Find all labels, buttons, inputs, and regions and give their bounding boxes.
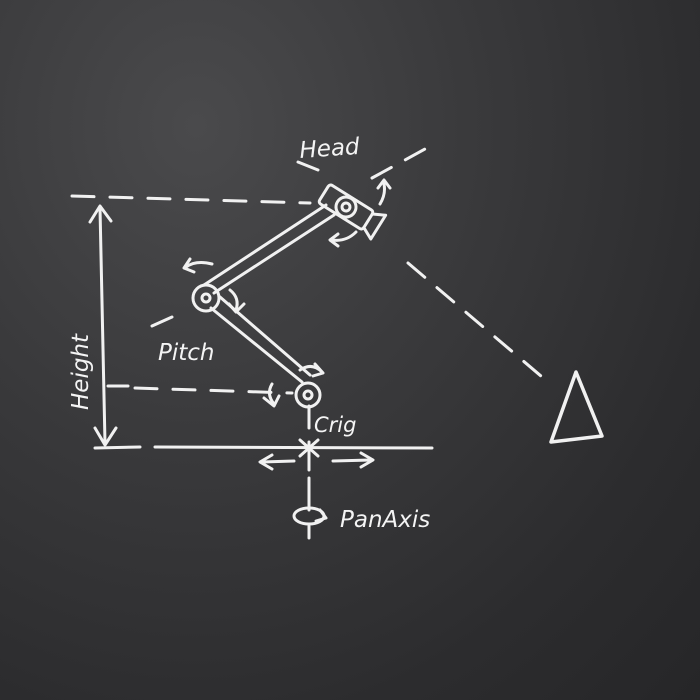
pitch-arrow-down xyxy=(227,288,246,314)
camera-icon xyxy=(317,183,388,241)
pitch-joint xyxy=(191,283,221,313)
upper-arm xyxy=(202,203,336,295)
head-arrow-up xyxy=(376,178,392,206)
base-arrow-left xyxy=(262,382,281,408)
head-arrow-down xyxy=(328,230,358,248)
ground-cross xyxy=(298,438,320,458)
head-lead-dash xyxy=(296,160,320,172)
ground-line xyxy=(93,445,434,450)
pitch-arrow-up xyxy=(182,257,214,274)
base-joint xyxy=(294,381,322,409)
pan-axis-label: PanAxis xyxy=(340,507,430,533)
curved-arrow-icon xyxy=(292,506,328,526)
base-arrow-top xyxy=(298,362,325,378)
height-arrow xyxy=(88,204,118,447)
triangle-target-icon xyxy=(549,370,604,444)
line-of-sight-dash xyxy=(406,261,550,384)
crig-label: Crig xyxy=(314,413,356,437)
pitch-dash xyxy=(150,315,174,328)
head-upper-dash xyxy=(370,141,438,180)
pitch-label: Pitch xyxy=(158,340,215,366)
right-translate-arrow xyxy=(331,451,375,469)
base-reference-dash xyxy=(133,386,294,395)
height-label: Height xyxy=(68,333,94,410)
lower-arm xyxy=(209,295,312,384)
head-label: Head xyxy=(299,134,361,164)
top-reference-dash xyxy=(70,194,312,205)
left-translate-arrow xyxy=(258,453,296,471)
